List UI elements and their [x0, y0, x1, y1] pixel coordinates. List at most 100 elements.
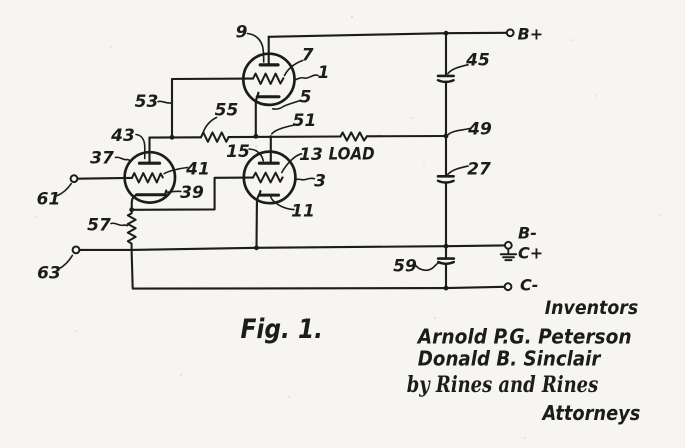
resistor-55-zigzag [200, 131, 230, 143]
leader-15 [248, 148, 264, 162]
leader-57 [110, 222, 129, 227]
wire-grid1 [170, 77, 255, 139]
terminal-labels: B+ B- C+ C- [518, 25, 544, 295]
wire-b-minus [78, 244, 507, 251]
terminal-63 [71, 245, 81, 255]
tube37-grid-zigzag [131, 172, 164, 184]
tube-envelopes [123, 52, 297, 205]
ref-label-39: 39 [180, 183, 204, 203]
ref-label-13: 13 [299, 145, 323, 165]
terminals [69, 28, 515, 292]
reference-numerals: 9 7 1 5 53 55 51 43 15 13 37 41 3 39 61 … [37, 23, 492, 284]
leader-7 [283, 59, 304, 77]
terminal-label-b-plus: B+ [518, 25, 544, 44]
electrodes [135, 63, 281, 197]
ref-label-15: 15 [226, 142, 250, 162]
leader-27 [447, 165, 469, 176]
ref-label-61: 61 [37, 190, 61, 210]
junction-dot [443, 133, 449, 139]
wire-grid37 [76, 176, 134, 180]
wire-main-2 [227, 135, 342, 139]
leader-1 [294, 74, 319, 81]
terminal-label-c-minus: C- [520, 276, 538, 295]
leader-59 [413, 262, 440, 272]
ref-label-51: 51 [293, 111, 317, 131]
inventor-name-1: Arnold P.G. Peterson [416, 325, 632, 349]
junction-dot [253, 133, 259, 139]
tube1-envelope [241, 52, 296, 107]
leader-55 [202, 116, 218, 135]
resistor-load-zigzag [339, 131, 368, 142]
tube37-cathode-tick [164, 189, 168, 196]
terminal-label-c-plus: C+ [518, 244, 543, 263]
capacitor-45-plate-bottom [436, 79, 455, 84]
inventor-name-2: Donald B. Sinclair [418, 347, 602, 371]
ref-label-53: 53 [135, 92, 159, 112]
wire-b-plus [267, 31, 508, 38]
ref-label-9: 9 [236, 23, 248, 43]
terminal-61 [69, 174, 79, 184]
inventors-heading: Inventors [545, 297, 639, 319]
leader-9 [246, 32, 265, 63]
leader-5 [272, 99, 301, 111]
attorney-signature: by Rines and Rines [407, 372, 599, 398]
leader-53 [157, 100, 173, 104]
capacitors [436, 74, 456, 265]
wire-coupling [130, 176, 255, 211]
figure-caption: Fig. 1. [241, 314, 324, 345]
leader-63 [58, 254, 74, 270]
scan-speckles [7, 16, 661, 439]
leader-45 [447, 64, 469, 75]
tube37-envelope [123, 150, 177, 204]
leader-41 [163, 166, 189, 175]
ref-label-45: 45 [465, 51, 490, 71]
leader-lines [56, 32, 471, 272]
tube3-grid-zigzag [252, 171, 284, 184]
capacitor-27-plate-bottom [436, 179, 455, 184]
ref-label-7: 7 [302, 46, 314, 66]
wire-c-minus [130, 248, 506, 290]
leader-3 [295, 177, 316, 181]
leader-43 [135, 133, 146, 160]
ref-label-63: 63 [37, 264, 61, 284]
tube3-envelope [242, 150, 297, 205]
ref-label-11: 11 [291, 202, 315, 222]
terminal-label-b-minus: B- [518, 224, 537, 243]
junction-dot [443, 285, 449, 291]
junction-dot [129, 207, 135, 213]
ref-label-5: 5 [300, 88, 312, 108]
ref-label-41: 41 [185, 160, 210, 180]
junction-dot [443, 30, 449, 36]
junction-dots [129, 30, 449, 291]
load-label: LOAD [329, 145, 375, 164]
leader-49 [447, 127, 471, 136]
ref-label-3: 3 [314, 172, 326, 192]
ref-label-37: 37 [90, 149, 114, 169]
signature-block: Inventors Arnold P.G. Peterson Donald B.… [407, 297, 641, 425]
junction-dot [254, 245, 259, 251]
attorneys-label: Attorneys [541, 401, 641, 425]
tube1-grid-zigzag [252, 72, 285, 85]
leader-37 [114, 156, 132, 162]
ground-symbol [499, 247, 518, 262]
ref-label-49: 49 [467, 120, 492, 140]
capacitor-59-plate-bottom [437, 260, 455, 265]
ref-label-1: 1 [318, 63, 330, 83]
junction-dot [169, 134, 175, 140]
terminal-b-minus [503, 240, 513, 250]
ref-label-57: 57 [87, 216, 111, 236]
ref-label-55: 55 [215, 101, 239, 121]
ref-label-59: 59 [393, 257, 417, 277]
junction-dot [443, 243, 449, 249]
terminal-c-minus [503, 282, 513, 292]
tube3-cathode-tick [258, 190, 262, 196]
ref-label-43: 43 [110, 126, 135, 146]
leader-11 [270, 196, 295, 211]
leader-51 [271, 123, 298, 135]
drawing-layer: 9 7 1 5 53 55 51 43 15 13 37 41 3 39 61 … [7, 16, 661, 439]
resistor-57-zigzag [126, 208, 137, 251]
leader-61 [56, 182, 73, 197]
tube1-cathode-tick [256, 91, 260, 98]
